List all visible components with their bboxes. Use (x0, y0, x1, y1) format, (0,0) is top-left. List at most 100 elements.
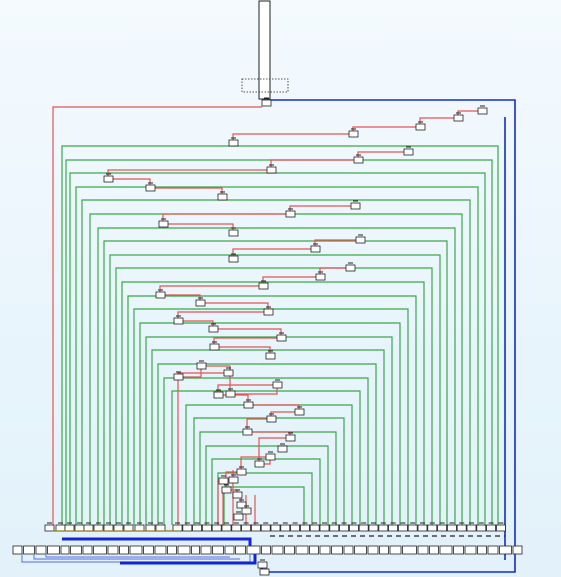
graph-node-46 (236, 501, 247, 509)
leaf-node-right-20 (368, 524, 379, 532)
graph-node-12 (285, 210, 296, 218)
bottom-box-17 (212, 545, 224, 555)
bottom-box-19 (235, 545, 246, 555)
branch-edge-right-1 (462, 159, 493, 525)
branch-edge-left-23 (211, 458, 290, 525)
bottom-box-22 (271, 545, 284, 555)
bottom-box-9 (119, 545, 129, 555)
leaf-node-right-14 (309, 524, 320, 532)
leaf-node-right-19 (358, 524, 369, 532)
graph-node-26 (276, 334, 287, 342)
leaf-node-right-18 (348, 524, 359, 532)
bottom-box-13 (167, 545, 177, 555)
bottom-box-8 (107, 545, 119, 555)
graph-node-2 (415, 123, 426, 131)
graph-node-32 (272, 381, 283, 389)
link-edge-33 (247, 431, 291, 438)
branch-edge-right-10 (394, 281, 425, 525)
bottom-box-5 (70, 545, 82, 555)
link-edge-16 (159, 285, 263, 295)
leaf-node-right-28 (446, 524, 457, 532)
leaf-node-left-10 (145, 524, 156, 532)
leaf-node-right-1 (182, 524, 193, 532)
leaf-node-right-30 (466, 524, 477, 532)
bottom-box-1 (23, 545, 35, 555)
graph-node-29 (196, 362, 207, 370)
graph-node-13 (158, 220, 169, 228)
branch-edge-left-4 (81, 199, 440, 525)
branch-edge-left-15 (151, 349, 354, 525)
graph-node-23 (263, 308, 274, 316)
graph-node-45 (232, 491, 243, 499)
leaf-node-right-21 (378, 524, 389, 532)
branch-edge-left-9 (115, 267, 402, 525)
leaf-node-right-15 (319, 524, 330, 532)
graph-node-19 (315, 273, 326, 281)
graph-node-18 (345, 264, 356, 272)
root-stem (258, 0, 271, 100)
graph-node-42 (254, 460, 265, 468)
bottom-box-21 (261, 545, 271, 555)
leaf-node-right-13 (299, 524, 310, 532)
graph-node-35 (243, 401, 254, 409)
bottom-box-24 (295, 545, 309, 555)
link-edge-1 (419, 117, 458, 127)
graph-node-49 (218, 477, 229, 485)
lower-loop-edge-3 (45, 554, 230, 558)
bottom-box-30 (367, 545, 379, 555)
link-edge-4 (357, 151, 408, 160)
outer-loop-edge (262, 99, 516, 573)
bottom-box-35 (429, 545, 439, 555)
branch-edge-left-10 (121, 281, 394, 525)
bottom-box-41 (499, 545, 512, 555)
graph-node-7 (266, 166, 277, 174)
branch-edge-left-5 (89, 213, 432, 525)
link-edge-34 (258, 437, 290, 464)
branch-edge-right-14 (362, 336, 393, 525)
leaf-node-right-22 (388, 524, 399, 532)
leaf-node-left-6 (103, 524, 114, 532)
graph-node-1 (453, 114, 464, 122)
bottom-box-27 (331, 545, 343, 555)
leaf-node-right-11 (280, 524, 291, 532)
lower-loop-edge-1 (21, 554, 251, 563)
branch-edge-right-4 (440, 199, 471, 525)
leaf-node-left-9 (134, 524, 145, 532)
branch-edge-right-0 (468, 145, 499, 525)
graph-node-41 (265, 453, 276, 461)
bottom-box-15 (191, 545, 200, 555)
branch-edge-right-7 (417, 240, 448, 525)
graph-node-48 (233, 513, 244, 521)
leaf-node-right-10 (270, 524, 281, 532)
branch-edge-right-15 (354, 349, 385, 525)
leaf-node-left-2 (64, 524, 75, 532)
leaf-node-right-7 (241, 524, 252, 532)
leaf-node-right-5 (221, 524, 232, 532)
bottom-sink-node (259, 568, 270, 576)
link-edge-18 (200, 302, 269, 312)
leaf-node-left-1 (55, 524, 66, 532)
branch-edge-right-12 (378, 308, 409, 525)
bottom-box-12 (154, 545, 167, 555)
bottom-box-42 (512, 545, 523, 555)
graph-node-38 (242, 428, 253, 436)
bottom-box-39 (477, 545, 487, 555)
leaf-node-right-4 (211, 524, 222, 532)
bottom-box-36 (439, 545, 453, 555)
bottom-box-31 (379, 545, 389, 555)
graph-node-8 (103, 175, 114, 183)
lower-loop-edge-2 (33, 554, 240, 560)
graph-node-22 (195, 299, 206, 307)
graph-node-17 (228, 255, 239, 263)
bottom-box-40 (487, 545, 499, 555)
bottom-box-23 (284, 545, 295, 555)
branch-edge-right-24 (282, 472, 313, 525)
leaf-node-right-2 (192, 524, 203, 532)
branch-edge-right-20 (314, 417, 345, 525)
branch-edge-left-7 (103, 240, 417, 525)
graph-node-3 (348, 130, 359, 138)
bottom-box-34 (417, 545, 429, 555)
graph-node-16 (310, 245, 321, 253)
graph-node-47 (241, 507, 252, 515)
